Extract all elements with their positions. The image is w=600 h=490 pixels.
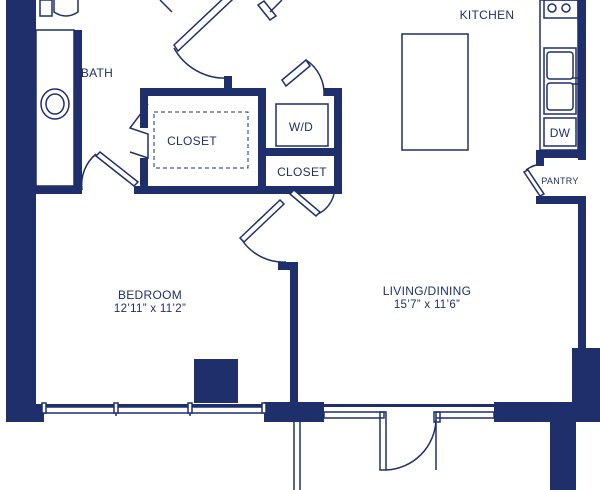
- bedroom-windows: [41, 402, 267, 416]
- bath-bottom-wall: [36, 186, 82, 194]
- balcony-right-wall: [550, 420, 576, 490]
- kitchen-counter: [539, 0, 579, 151]
- walls: [6, 0, 600, 490]
- sink-icon: [40, 88, 70, 120]
- closet-door-leaf: [288, 188, 322, 218]
- dishwasher-label: DW: [550, 126, 571, 140]
- center-wall-stub: [278, 262, 298, 270]
- hvac-unit: [194, 359, 238, 403]
- right-exterior-wall: [578, 196, 586, 356]
- kitchen-right-wall: [578, 0, 586, 160]
- sill-line-left: [36, 404, 264, 407]
- wd-label: W/D: [289, 120, 313, 134]
- closet-interiors: [153, 103, 329, 169]
- living-glazing: [323, 411, 495, 471]
- bath-label: BATH: [81, 66, 113, 80]
- bedroom-dimensions: 12’11” x 11’2”: [114, 303, 186, 315]
- bath-closet-wall: [74, 30, 82, 190]
- left-exterior-wall: [6, 0, 36, 422]
- top-door-right-leaf: [256, 0, 278, 22]
- pantry-bottom-wall: [536, 196, 586, 204]
- kitchen-fixtures: [401, 0, 580, 151]
- pantry-left-wall: [536, 150, 544, 166]
- wd-door-leaf: [281, 58, 311, 88]
- center-wall-base: [264, 402, 324, 422]
- bath-vanity: [35, 29, 75, 187]
- doors: [80, 0, 546, 263]
- toilet-icon: [53, 0, 79, 17]
- closet-left-left-lower: [140, 158, 148, 194]
- pantry-label: PANTRY: [541, 176, 578, 186]
- dishwasher-box: [543, 117, 577, 147]
- bedroom-label: BEDROOM: [118, 288, 182, 302]
- closet-left-label: CLOSET: [167, 134, 217, 148]
- closet-left-right: [258, 88, 266, 194]
- bottom-right-wall: [494, 402, 594, 422]
- wd-bottom: [266, 186, 342, 194]
- closet-bottom-wall: [134, 186, 334, 194]
- closet-right-label: CLOSET: [277, 165, 327, 179]
- bedroom-door-leaf: [238, 198, 286, 244]
- kitchen-label: KITCHEN: [460, 8, 515, 22]
- sill-line-right: [324, 404, 494, 407]
- closet-bifold: [128, 103, 149, 160]
- closet-left-top: [140, 88, 266, 96]
- center-wall: [290, 262, 298, 410]
- bath-fixtures: [35, 0, 79, 187]
- pantry-door-leaf: [522, 169, 546, 197]
- wd-top-right: [324, 88, 342, 96]
- double-sink-icon: [543, 47, 577, 115]
- living-label: LIVING/DINING: [383, 284, 472, 298]
- living-dimensions: 15’7” x 11’6”: [394, 299, 460, 311]
- door-stub: [224, 76, 232, 96]
- left-wall-foot: [6, 405, 44, 422]
- cooktop-icon: [543, 0, 579, 19]
- top-door-left-leaf: [173, 0, 233, 53]
- room-labels: KITCHEN BATH CLOSET W/D CLOSET DW PANTRY…: [81, 8, 579, 315]
- wd-right-wall: [334, 88, 342, 194]
- closet-left-left: [140, 88, 148, 128]
- kitchen-island: [401, 33, 469, 151]
- bath-door-leaf: [94, 150, 140, 188]
- balcony-railing: [293, 422, 301, 490]
- pantry-top-wall: [536, 150, 586, 158]
- wd-divider: [266, 148, 342, 156]
